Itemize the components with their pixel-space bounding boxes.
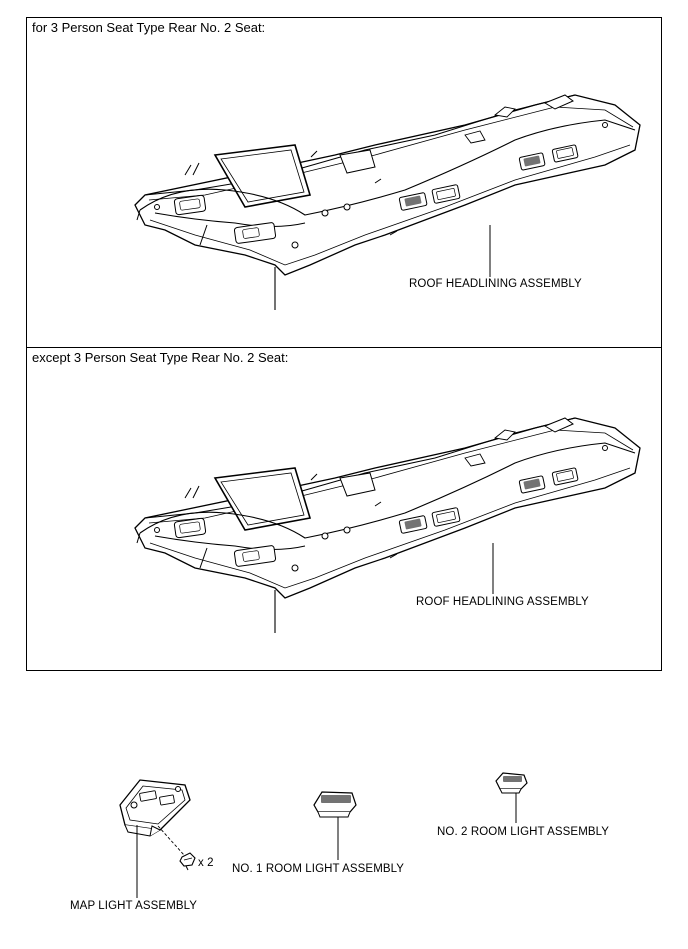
panel-except-3-person-seat: except 3 Person Seat Type Rear No. 2 Sea… (26, 347, 662, 671)
map-light-illustration (119, 779, 191, 856)
no2-room-light-illustration (495, 772, 528, 794)
no2-room-light-label: NO. 2 ROOM LIGHT ASSEMBLY (437, 826, 610, 838)
no1-room-light-label: NO. 1 ROOM LIGHT ASSEMBLY (232, 863, 405, 875)
no1-room-light-illustration (313, 791, 357, 818)
panel-caption: except 3 Person Seat Type Rear No. 2 Sea… (32, 350, 289, 365)
screw-icon (179, 852, 196, 871)
roof-headlining-label: ROOF HEADLINING ASSEMBLY (409, 278, 582, 290)
roof-headlining-label: ROOF HEADLINING ASSEMBLY (416, 596, 589, 608)
map-light-label: MAP LIGHT ASSEMBLY (70, 900, 198, 912)
panel-caption: for 3 Person Seat Type Rear No. 2 Seat: (32, 20, 266, 35)
screw-quantity-label: x 2 (198, 857, 214, 869)
